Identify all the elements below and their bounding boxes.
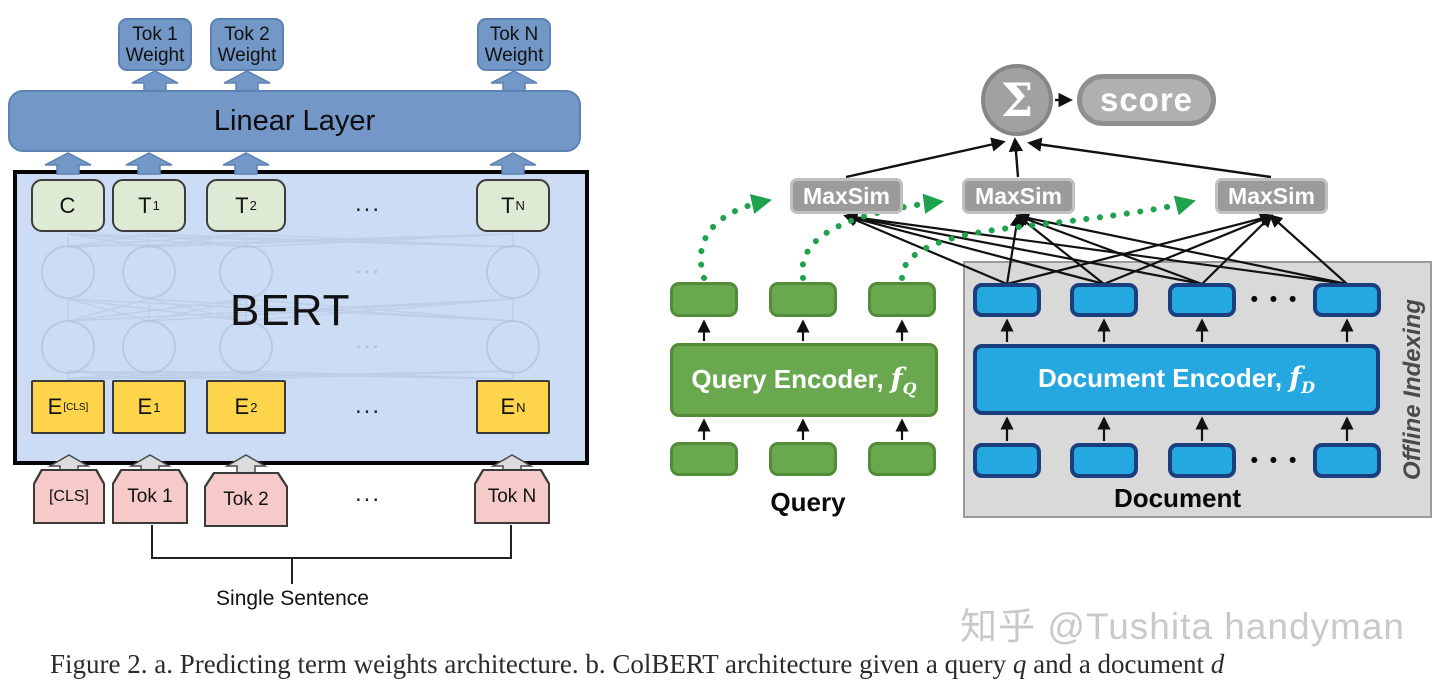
sigma-icon: Σ [1000,73,1034,127]
tok2-weight-line1: Tok 2 [224,23,270,45]
figure-caption: Figure 2. a. Predicting term weights arc… [50,649,1225,679]
output-ellipsis: ... [354,190,381,217]
embedding-ecls: E[CLS] [31,380,105,434]
query-embedding-1 [670,282,738,317]
f-d-symbol: f [1289,361,1302,395]
doc-token-4 [1313,443,1381,478]
embedding-ellipsis: ... [354,392,381,419]
input-token-2: Tok 2 [204,472,288,527]
f-q-symbol: f [890,361,903,395]
query-embedding-3 [868,282,936,317]
score-label: score [1099,81,1194,118]
doc-embedding-3 [1168,283,1236,317]
tok1-weight-line1: Tok 1 [132,23,178,45]
query-token-1 [670,442,738,476]
offline-indexing-label: Offline Indexing [1399,299,1426,480]
doc-embedding-4 [1313,283,1381,317]
doc-token-3 [1168,443,1236,478]
doc-token-ellipsis: • • • [1250,449,1300,472]
doc-embedding-2 [1070,283,1138,317]
tokN-weight-box: Tok N Weight [477,18,551,71]
maxsim-box-3: MaxSim [1215,178,1328,214]
document-encoder-box: Document Encoder,fD [973,344,1380,415]
doc-token-2 [1070,443,1138,478]
query-token-2 [769,442,837,476]
linear-layer-label: Linear Layer [213,104,376,137]
input-token-1: Tok 1 [112,469,188,524]
maxsim-box-1: MaxSim [790,178,903,214]
tok2-weight-box: Tok 2 Weight [210,18,284,71]
doc-token-1 [973,443,1041,478]
score-node: score [1077,74,1216,126]
input-token-cls: [CLS] [33,469,105,524]
linear-layer-box: Linear Layer [8,90,581,152]
tokN-weight-line1: Tok N [489,23,539,45]
query-label: Query [770,487,846,517]
input-token-n: Tok N [474,469,550,524]
query-encoder-box: Query Encoder,fQ [670,343,938,417]
query-embedding-2 [769,282,837,317]
sum-sigma-node: Σ [981,64,1053,136]
maxsim-box-2: MaxSim [962,178,1075,214]
query-token-3 [868,442,936,476]
output-token-c: C [31,179,105,232]
tok1-weight-line2: Weight [125,44,185,66]
tok2-weight-line2: Weight [217,44,277,66]
watermark: 知乎 @Tushita handyman [960,606,1405,647]
bert-label: BERT [230,286,351,335]
document-label: Document [1113,483,1242,513]
single-sentence-label: Single Sentence [216,587,369,610]
tok1-weight-box: Tok 1 Weight [118,18,192,71]
doc-embedding-ellipsis: • • • [1250,288,1300,311]
input-ellipsis: ... [354,480,381,507]
bert-inner-ellipsis-2: ... [354,327,381,354]
tokN-weight-line2: Weight [484,44,544,66]
bert-inner-ellipsis-1: ... [354,252,381,279]
doc-embedding-1 [973,283,1041,317]
